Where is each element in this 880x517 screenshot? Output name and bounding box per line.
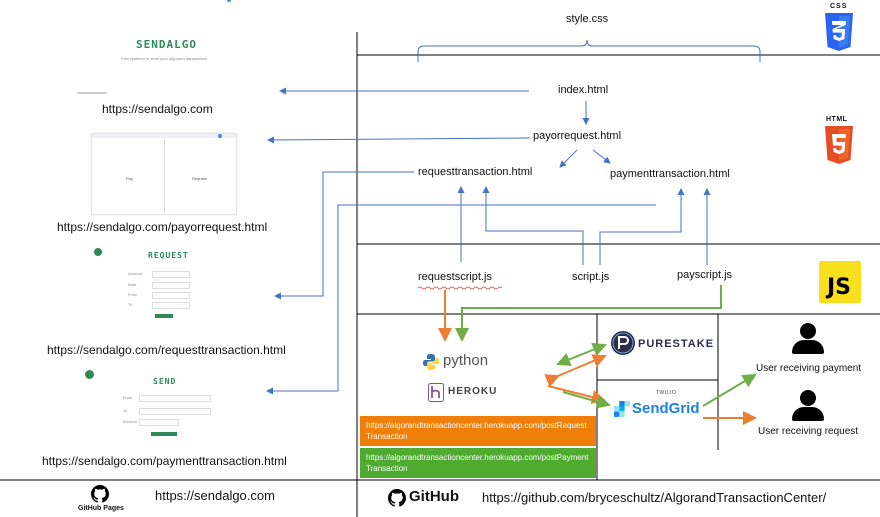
html5-badge-label: HTML [826,116,848,123]
preview-to-field [139,408,211,415]
index-page-node: index.html [558,84,609,96]
preview-from-field [152,292,190,299]
preview-to-label: To [128,302,133,307]
request-user-icon [792,390,824,422]
sendgrid-icon [614,401,630,417]
homepage-preview: SENDALGO Free platform to send your algo… [77,0,245,94]
payment-user-icon [792,323,824,355]
github-pages-label: GitHub Pages [78,505,124,512]
requesttransaction-url[interactable]: https://sendalgo.com/requesttransaction.… [47,343,286,357]
heroku-sendgrid-green-arrow [562,391,611,409]
page-arrows [266,87,711,395]
preview-amount-field [152,271,190,278]
homepage-preview-footer [77,92,107,94]
html5-shield-icon [825,126,853,164]
homepage-preview-caption: Free platform to send your algorand tran… [121,56,208,61]
stylesheet-label: style.css [566,13,609,25]
stylesheet-brace [417,39,761,62]
preview-amount-label: Amount [128,271,142,276]
request-preview-title: REQUEST [148,251,189,260]
homepage-url[interactable]: https://sendalgo.com [102,102,213,116]
css3-badge-label: CSS [830,3,848,10]
payment-user-label: User receiving payment [756,363,862,374]
preview-submit-button [155,314,173,318]
site-url[interactable]: https://sendalgo.com [155,488,275,503]
purestake-label: PURESTAKE [638,338,715,350]
script-node: script.js [572,271,610,283]
payorrequest-url[interactable]: https://sendalgo.com/payorrequest.html [57,220,268,234]
sendgrid-logo: TWILIO SendGrid [614,390,704,420]
paymenttransaction-page-node: paymenttransaction.html [610,168,730,180]
github-label: GitHub [409,488,459,505]
payment-preview-title: SEND [153,377,177,386]
javascript-badge: JS [819,261,861,303]
heroku-label: HEROKU [448,386,498,397]
pay-to-python-arrow [455,285,722,342]
request-preview: REQUEST Amount Note From To [92,240,242,324]
heroku-sendgrid-orange-arrow [547,385,606,404]
github-pages-logo: GitHub Pages [78,485,138,515]
paymenttransaction-url[interactable]: https://sendalgo.com/paymenttransaction.… [42,454,287,468]
html5-badge: HTML [823,116,855,166]
purestake-icon [611,331,635,355]
sendgrid-label: SendGrid [632,400,700,417]
preview-pay-label: Pay [126,176,133,181]
preview-from-label: From [128,292,138,297]
python-purestake-arrow [556,343,607,366]
preview-from-label: From [123,395,133,400]
twilio-label: TWILIO [656,390,677,396]
heroku-icon [428,383,444,402]
css3-shield-icon [825,13,853,51]
spellcheck-underline [417,286,503,290]
css3-badge: CSS [823,3,855,52]
github-icon [91,485,109,503]
payment-endpoint-url[interactable]: https://algorandtransactioncenter.heroku… [366,453,589,473]
sendalgo-preview-logo: SENDALGO [136,38,197,51]
preview-from-field [139,395,211,402]
preview-amount-label: Amount [123,419,137,424]
javascript-badge-label: JS [827,275,852,300]
payment-endpoint-box: https://algorandtransactioncenter.heroku… [360,448,596,478]
preview-to-field [152,302,190,309]
payorrequest-page-node: payorrequest.html [533,130,622,142]
preview-send-button [151,432,177,436]
repo-url[interactable]: https://github.com/bryceschultz/Algorand… [482,490,827,505]
preview-to-label: To [123,408,128,413]
preview-note-label: Note [128,282,137,287]
python-logo: python [422,351,502,373]
python-icon [423,354,439,370]
github-icon [388,489,406,507]
payment-preview: SEND From To Amount [83,368,233,442]
purestake-logo: PURESTAKE [610,330,713,358]
requesttransaction-page-node: requesttransaction.html [418,166,533,178]
request-user-label: User receiving request [758,426,859,437]
python-label: python [443,352,489,369]
github-logo: GitHub [388,488,468,512]
request-endpoint-url[interactable]: https://algorandtransactioncenter.heroku… [366,421,587,441]
payorrequest-preview: Pay Request [91,133,237,215]
heroku-purestake-arrow [544,354,607,388]
payscript-node: payscript.js [677,269,733,281]
preview-back-icon [94,248,102,256]
preview-request-label: Request [192,176,207,181]
heroku-logo: HEROKU [428,382,498,404]
preview-split-line [164,139,165,213]
preview-note-field [152,282,190,289]
preview-back-icon [85,370,94,379]
sendgrid-payment-user-arrow [702,373,757,407]
requestscript-node: requestscript.js [418,271,492,283]
request-endpoint-box: https://algorandtransactioncenter.heroku… [360,416,596,446]
preview-amount-field [139,419,179,426]
